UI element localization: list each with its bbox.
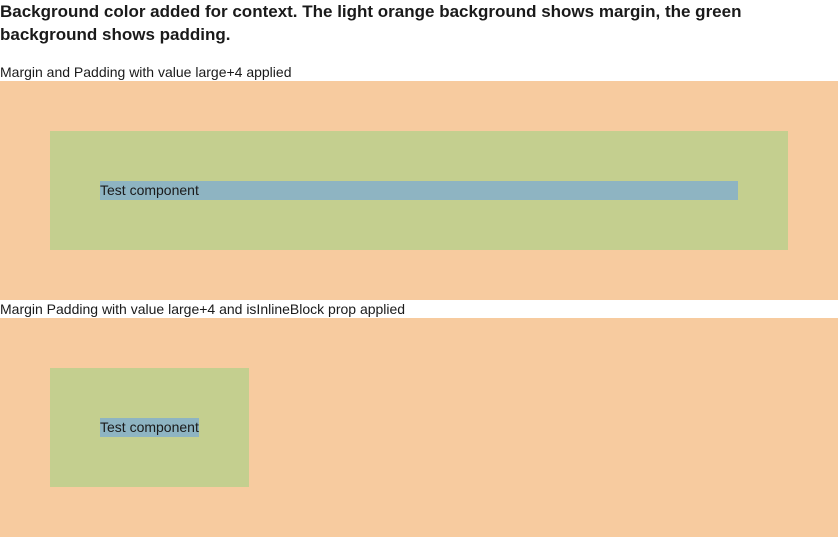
margin-area-block: Test component [0, 81, 838, 300]
padding-area-inline-block: Test component [50, 368, 249, 487]
test-component-block: Test component [100, 181, 738, 200]
padding-area-block: Test component [50, 131, 788, 250]
margin-area-inline-block: Test component [0, 318, 838, 537]
section-label-inline-block: Margin Padding with value large+4 and is… [0, 301, 406, 317]
intro-text: Background color added for context. The … [0, 2, 742, 44]
section-label-block: Margin and Padding with value large+4 ap… [0, 64, 292, 80]
test-component-inline-block: Test component [100, 418, 199, 437]
